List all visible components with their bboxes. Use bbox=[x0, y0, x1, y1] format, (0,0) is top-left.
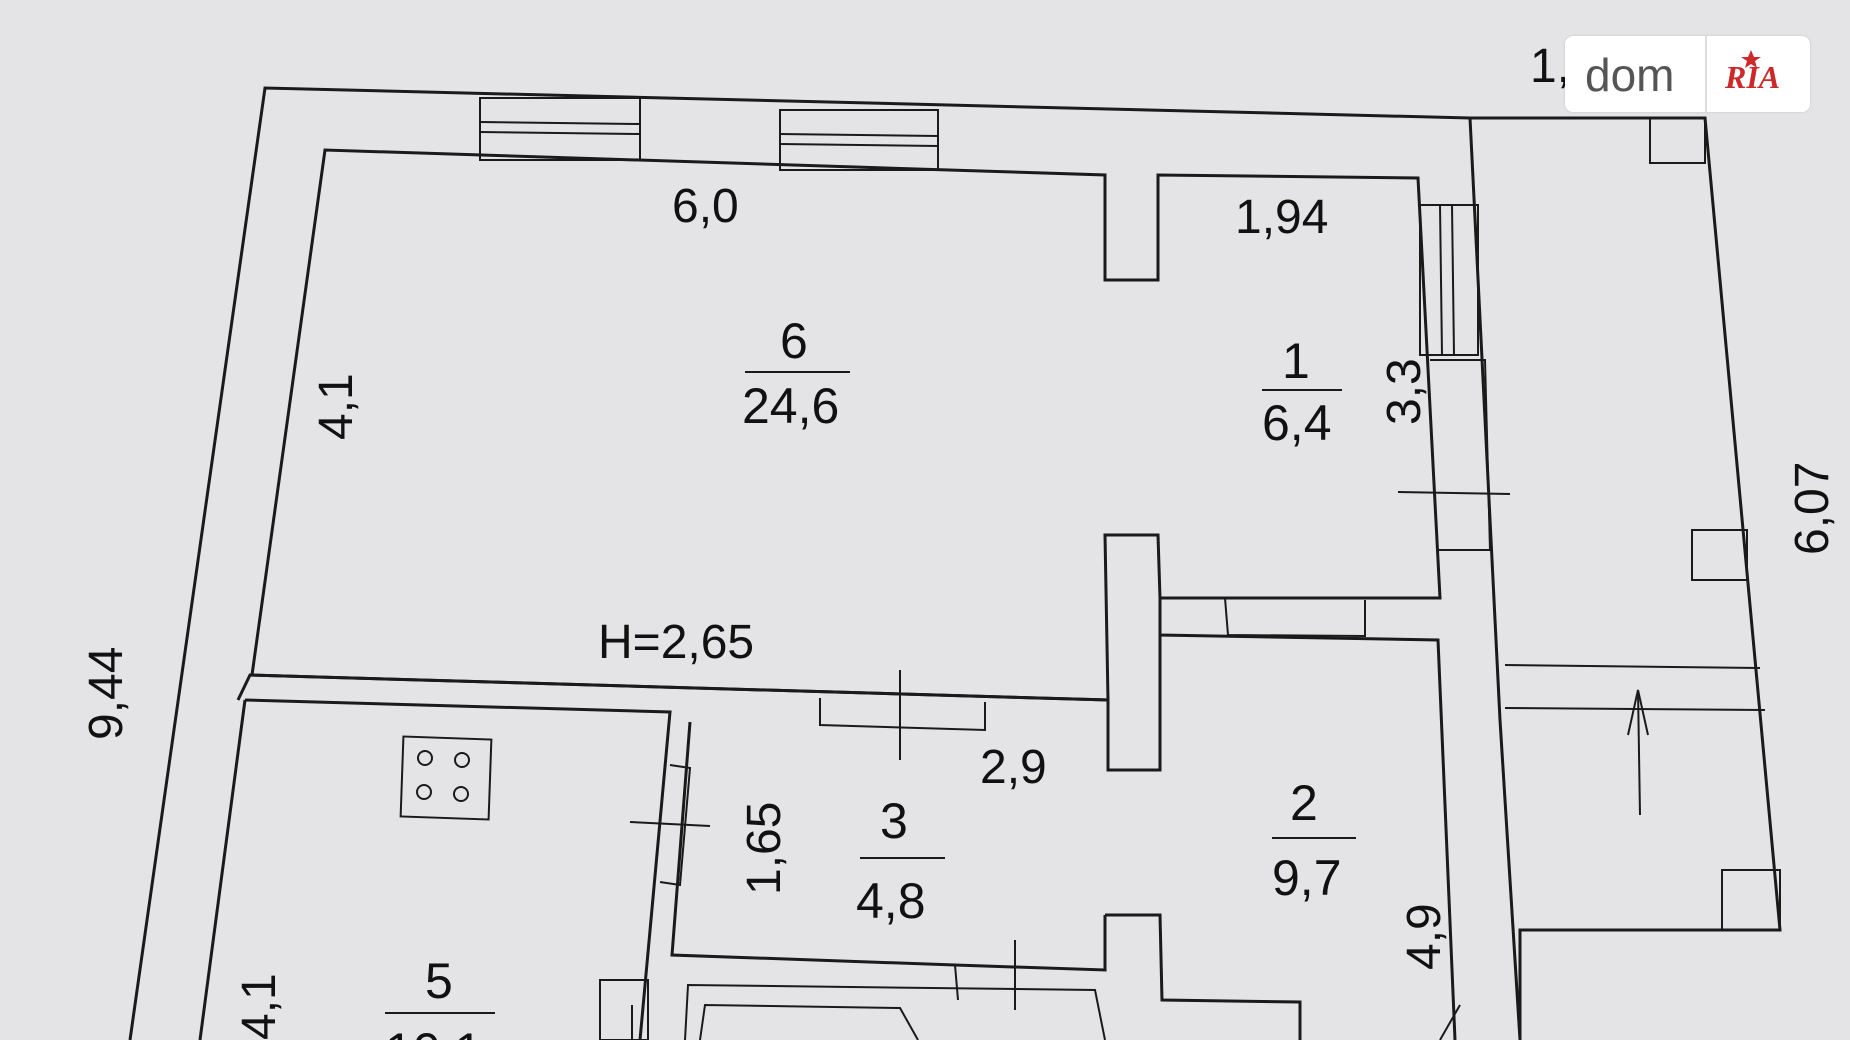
svg-text:24,6: 24,6 bbox=[742, 378, 839, 434]
svg-text:3: 3 bbox=[880, 793, 908, 849]
door-mark-room-5 bbox=[629, 821, 711, 827]
dim-top-right: 1,94 bbox=[1235, 191, 1328, 244]
annex-corner-top bbox=[1649, 117, 1706, 164]
svg-text:1: 1 bbox=[1282, 333, 1310, 389]
annex-corner-mid bbox=[1691, 529, 1748, 581]
room-3-label: 3 4,8 bbox=[856, 793, 945, 929]
sink-icon bbox=[599, 979, 649, 1040]
svg-text:10,1: 10,1 bbox=[385, 1023, 482, 1040]
annex-divider-1 bbox=[1504, 664, 1761, 669]
room-5-label: 5 10,1 bbox=[385, 953, 495, 1040]
door-room-5 bbox=[659, 764, 692, 887]
annex-corner-bottom bbox=[1721, 869, 1781, 931]
ria-logo-icon: RIA bbox=[1724, 50, 1780, 95]
dim-top-width: 6,0 bbox=[672, 180, 739, 233]
window-top-right bbox=[779, 109, 939, 171]
room-2-outline bbox=[1158, 598, 1457, 1040]
svg-text:5: 5 bbox=[425, 953, 453, 1009]
svg-text:6: 6 bbox=[780, 313, 808, 369]
watermark-brand: RIA bbox=[1724, 59, 1780, 95]
room-1-label: 1 6,4 bbox=[1262, 333, 1342, 451]
dim-mid-width: 2,9 bbox=[980, 741, 1047, 794]
window-right bbox=[1419, 204, 1479, 356]
watermark-badge: dom RIA bbox=[1565, 36, 1810, 112]
room-5-left bbox=[198, 699, 247, 1040]
outer-wall bbox=[128, 86, 1782, 1040]
room-3-outline bbox=[236, 635, 1162, 772]
door-mark-right bbox=[1397, 491, 1511, 495]
room-2-door-swing bbox=[1439, 1004, 1461, 1040]
door-room-2 bbox=[1224, 597, 1366, 638]
room-5-outline bbox=[244, 698, 672, 1040]
watermark-separator bbox=[1705, 36, 1707, 112]
room-6-label: 6 24,6 bbox=[742, 313, 850, 434]
dim-room2-height: 4,9 bbox=[1398, 903, 1451, 970]
stove-icon bbox=[399, 735, 493, 821]
room-2-lower-wall bbox=[1105, 913, 1302, 1040]
entrance-arrow bbox=[1627, 689, 1649, 816]
corridor-wall bbox=[1468, 117, 1522, 1040]
svg-text:2: 2 bbox=[1290, 775, 1318, 831]
dim-room5-height: 4,1 bbox=[233, 973, 286, 1040]
dim-right-annex: 6,07 bbox=[1786, 462, 1839, 555]
dim-room3-height: 1,65 bbox=[738, 802, 791, 895]
dim-corridor-height: 3,3 bbox=[1378, 358, 1431, 425]
bathtub-icon bbox=[684, 940, 1106, 1040]
dim-total-height: 9,44 bbox=[80, 647, 133, 740]
svg-text:4,8: 4,8 bbox=[856, 873, 926, 929]
dim-left-main: 4,1 bbox=[310, 373, 363, 440]
ceiling-height: H=2,65 bbox=[598, 616, 754, 669]
watermark-site: dom bbox=[1585, 49, 1675, 101]
window-top-left bbox=[479, 97, 641, 161]
annex-divider-2 bbox=[1504, 707, 1766, 711]
room-2-label: 2 9,7 bbox=[1272, 775, 1356, 906]
door-frame-right bbox=[1430, 359, 1492, 551]
door-room-3 bbox=[819, 698, 986, 732]
room-6-outline bbox=[249, 148, 1442, 702]
svg-text:6,4: 6,4 bbox=[1262, 395, 1332, 451]
svg-text:9,7: 9,7 bbox=[1272, 850, 1342, 906]
